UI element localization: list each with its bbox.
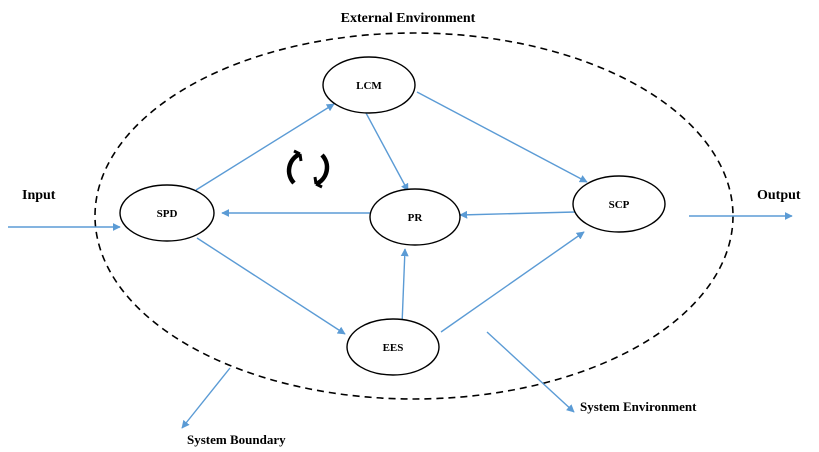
arrow-spd-to-lcm: [195, 103, 335, 191]
arrow-ees-to-pr: [400, 248, 409, 326]
input-label: Input: [22, 188, 56, 203]
node-lcm: LCM: [322, 56, 416, 114]
node-lcm-label: LCM: [356, 80, 382, 92]
arrows: [8, 91, 793, 429]
node-ees-label: EES: [383, 342, 404, 354]
node-spd: SPD: [119, 184, 215, 242]
node-spd-label: SPD: [157, 208, 178, 220]
output-label: Output: [757, 188, 801, 203]
arrow-lcm-to-scp: [416, 91, 588, 183]
node-ees: EES: [346, 318, 440, 376]
external-environment-label: External Environment: [341, 11, 476, 26]
node-scp-shape: [572, 175, 666, 233]
node-pr-shape: [369, 188, 461, 246]
system-boundary-label: System Boundary: [187, 432, 286, 447]
node-scp: SCP: [572, 175, 666, 233]
cycle-icon: [286, 149, 330, 189]
arrow-to-system-boundary: [181, 367, 231, 429]
node-spd-shape: [119, 184, 215, 242]
arrow-ees-to-scp: [440, 231, 585, 333]
arrow-to-system-environment: [486, 331, 575, 413]
arrow-spd-to-ees: [196, 237, 346, 335]
system-environment-label: System Environment: [580, 399, 697, 414]
arrow-lcm-to-pr: [365, 112, 409, 192]
node-lcm-shape: [322, 56, 416, 114]
node-scp-label: SCP: [609, 199, 630, 211]
node-pr: PR: [369, 188, 461, 246]
node-ees-shape: [346, 318, 440, 376]
arrow-scp-to-pr: [459, 210, 576, 219]
node-pr-label: PR: [408, 212, 424, 224]
